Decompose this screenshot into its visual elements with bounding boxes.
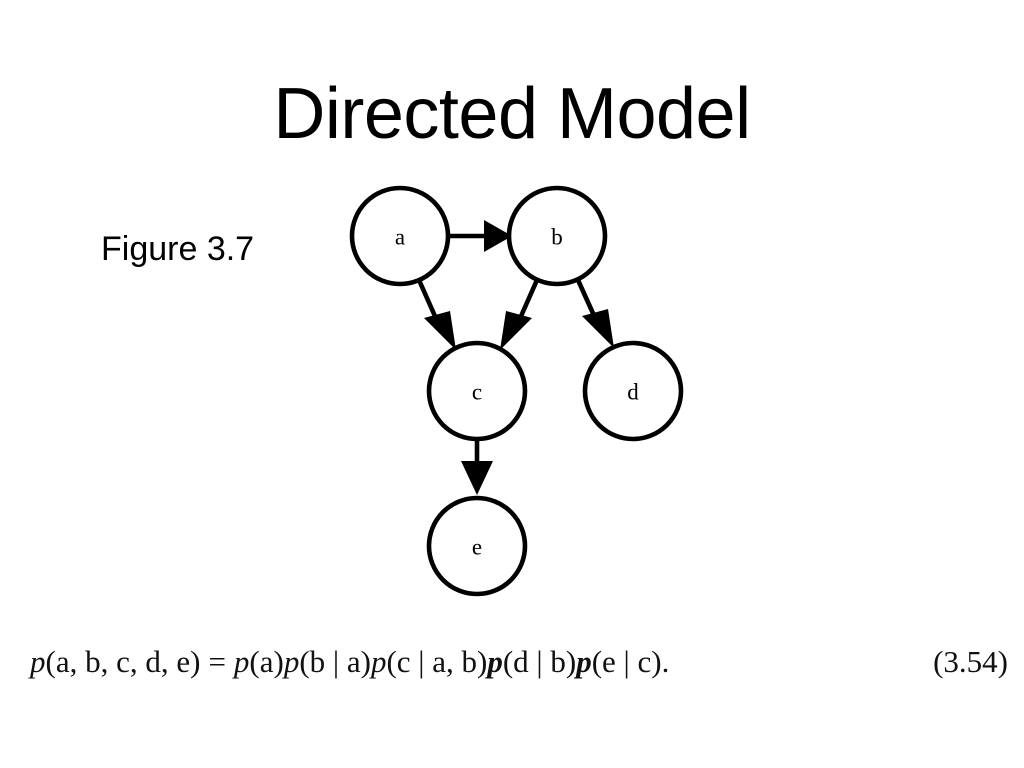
equation-factor-4-args: (d | b) bbox=[502, 644, 577, 679]
equation-factor-5-p: p bbox=[576, 644, 592, 679]
graph-node-b-circle[interactable] bbox=[506, 185, 608, 287]
edge-a-to-b-arrowhead bbox=[484, 220, 512, 252]
equation-factor-3-args: (c | a, b) bbox=[386, 644, 488, 679]
equation-factor-3-p: p bbox=[370, 644, 387, 679]
graph-node-e-label: e bbox=[472, 535, 482, 560]
equation-factor-5-args: (e | c) bbox=[591, 644, 662, 679]
graph-node-a-label: a bbox=[395, 225, 405, 250]
edge-b-to-d bbox=[575, 279, 614, 348]
equation-factor-4-p: p bbox=[487, 644, 503, 679]
directed-graph-figure: a b c d e bbox=[320, 170, 720, 620]
graph-canvas: a b c d e bbox=[349, 185, 684, 597]
graph-node-e[interactable]: e bbox=[426, 495, 528, 597]
equation-lhs-p: p bbox=[30, 644, 46, 679]
graph-node-b[interactable]: b bbox=[506, 185, 608, 287]
edge-b-to-c-arrowhead bbox=[500, 311, 532, 350]
graph-node-e-circle[interactable] bbox=[426, 495, 528, 597]
graph-node-d[interactable]: d bbox=[582, 340, 684, 442]
edge-a-to-b bbox=[449, 220, 512, 252]
graph-node-c-label: c bbox=[472, 380, 482, 405]
graph-node-d-circle[interactable] bbox=[582, 340, 684, 442]
equation-factor-2-p: p bbox=[283, 644, 300, 679]
graph-node-d-label: d bbox=[627, 380, 639, 405]
edge-c-to-e-arrowhead bbox=[461, 461, 493, 495]
graph-node-a[interactable]: a bbox=[349, 185, 451, 287]
factorization-equation: p(a, b, c, d, e)=p(a)p(b | a)p(c | a, b)… bbox=[30, 636, 669, 688]
equation-terminator: . bbox=[661, 644, 670, 679]
equation-lhs-args: (a, b, c, d, e) bbox=[45, 644, 201, 679]
edge-a-to-c-arrowhead bbox=[424, 311, 456, 350]
figure-caption-label: Figure 3.7 bbox=[101, 230, 255, 268]
edge-c-to-e bbox=[461, 438, 493, 495]
graph-node-c[interactable]: c bbox=[426, 340, 528, 442]
page-title: Directed Model bbox=[273, 74, 751, 154]
equation-number: (3.54) bbox=[933, 644, 1008, 679]
graph-node-b-label: b bbox=[551, 225, 563, 250]
edge-b-to-c bbox=[500, 279, 540, 350]
equation-factor-1-args: (a) bbox=[249, 644, 284, 679]
graph-node-a-circle[interactable] bbox=[349, 185, 451, 287]
equation-factor-2-args: (b | a) bbox=[299, 644, 371, 679]
edge-a-to-c bbox=[416, 279, 456, 350]
edge-b-to-d-arrowhead bbox=[582, 309, 614, 348]
equation-factor-1-p: p bbox=[233, 644, 250, 679]
graph-node-c-circle[interactable] bbox=[426, 340, 528, 442]
equation-row: p(a, b, c, d, e)=p(a)p(b | a)p(c | a, b)… bbox=[0, 636, 1024, 688]
equation-equals: = bbox=[208, 644, 226, 679]
